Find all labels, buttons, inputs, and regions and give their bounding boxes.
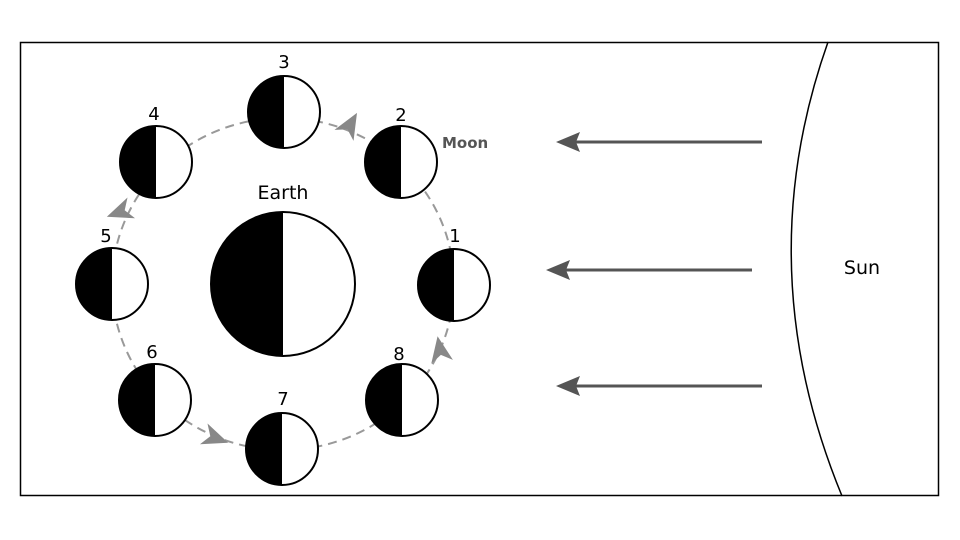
orbit-arrowhead-icon	[106, 197, 136, 219]
earth	[210, 211, 356, 357]
orbit-arrowhead-icon	[431, 336, 453, 364]
moon-position-number: 2	[395, 105, 406, 126]
orbit-direction-arrows	[106, 112, 453, 445]
moon-position-number: 8	[393, 344, 404, 365]
moon-position-5	[75, 247, 149, 321]
arrowhead-icon	[556, 132, 580, 152]
moon-label: Moon	[442, 134, 488, 152]
moon-position-number: 3	[278, 52, 289, 73]
moon-position-3	[247, 75, 321, 149]
arrowhead-icon	[556, 376, 580, 396]
earth-label: Earth	[258, 182, 309, 204]
sunlight-arrows	[546, 132, 762, 396]
orbit-arrowhead-icon	[199, 423, 229, 445]
moon-position-7	[245, 412, 319, 486]
moon-position-number: 4	[148, 104, 159, 125]
moon-position-6	[118, 363, 192, 437]
moon-position-number: 7	[277, 389, 288, 410]
sun-edge	[790, 41, 843, 497]
moon-position-2	[364, 125, 438, 199]
moon-position-number: 5	[100, 226, 111, 247]
orbit-arrowhead-icon	[334, 112, 357, 141]
moon-position-8	[365, 363, 439, 437]
moon-position-number: 1	[449, 226, 460, 247]
moon-position-number: 6	[146, 342, 157, 363]
sun-label: Sun	[844, 257, 880, 279]
moon-position-1	[417, 248, 491, 322]
arrowhead-icon	[546, 260, 570, 280]
moon-position-4	[119, 125, 193, 199]
